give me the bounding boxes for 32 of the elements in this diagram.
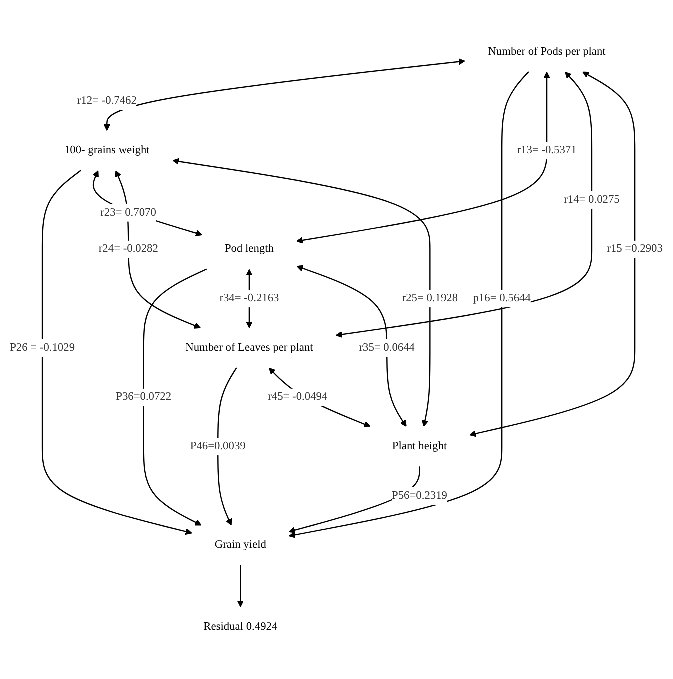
- arrow: [237, 565, 244, 608]
- edge-label: r35= 0.0644: [359, 342, 415, 354]
- arrow: [296, 72, 550, 244]
- edge-label: r12= -0.7462: [77, 95, 137, 108]
- arrow: [42, 170, 192, 536]
- node-text: 100- grains weight: [64, 144, 150, 157]
- node-text: Number of Pods per plant: [488, 46, 606, 58]
- arrow: [336, 72, 593, 338]
- arrow: [470, 72, 636, 438]
- edge-label: P56=0.2319: [392, 490, 448, 502]
- edge-label: p16= 0.5644: [473, 292, 531, 305]
- edge-label: P46=0.0039: [190, 440, 246, 453]
- edge-label: r45= -0.0494: [268, 391, 328, 404]
- arrow: [143, 268, 208, 526]
- edge-label: P36=0.0722: [116, 391, 172, 404]
- node-text: Number of Leaves per plant: [186, 342, 314, 354]
- node-text: Pod length: [224, 243, 274, 256]
- arrow: [92, 170, 202, 237]
- node-text: Residual 0.4924: [204, 620, 278, 633]
- edge-label: r25= 0.1928: [402, 292, 458, 305]
- edge-label: r14= 0.0275: [564, 194, 620, 206]
- arrow: [296, 265, 407, 428]
- edge-label: P26 = -0.1029: [10, 342, 76, 354]
- edge-label: r13= -0.5371: [517, 144, 577, 157]
- edge-label: r23= 0.7070: [100, 206, 156, 219]
- node-text: Grain yield: [214, 539, 266, 552]
- edge-label: r34= -0.2163: [220, 292, 280, 305]
- edge-label: r15 =0.2903: [607, 243, 663, 256]
- arrow: [218, 368, 238, 526]
- arrow: [104, 58, 466, 132]
- node-text: Plant height: [392, 440, 448, 453]
- edge-label: r24= -0.0282: [98, 243, 158, 256]
